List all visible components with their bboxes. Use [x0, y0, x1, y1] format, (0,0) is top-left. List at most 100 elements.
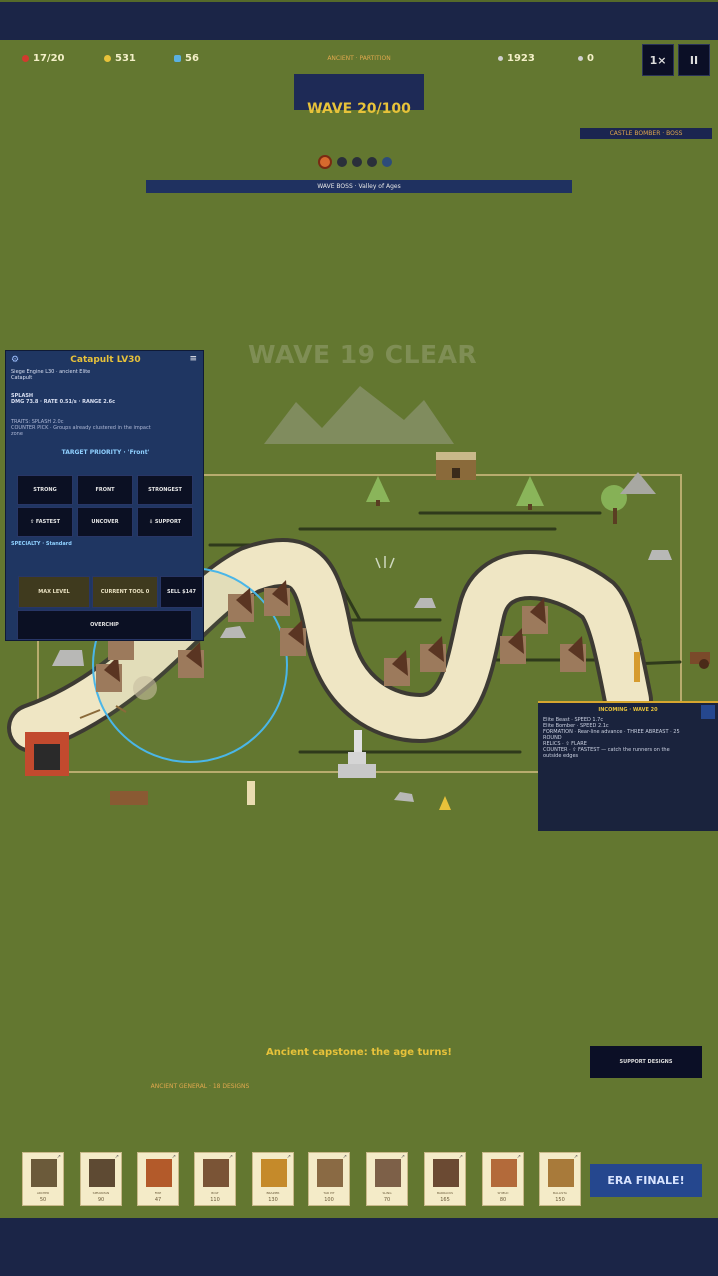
menu-icon[interactable]: ≡: [189, 354, 197, 364]
arrow-projectiles: [79, 705, 127, 719]
warning-line: Elite Beast · SPEED 1.7c: [543, 717, 604, 723]
monument-icon: [338, 730, 376, 778]
catapult-unit: [96, 656, 122, 692]
priority-uncover-button[interactable]: UNCOVER: [77, 507, 133, 537]
tower-icon: [203, 1159, 229, 1187]
catapult-unit: [178, 642, 204, 678]
kill-counter: 0: [578, 53, 594, 64]
pause-button[interactable]: II: [678, 44, 710, 76]
catapult-unit: [560, 636, 586, 672]
stat-heading: SPLASH: [11, 393, 34, 399]
upgrade-icon: ↗: [458, 1154, 463, 1160]
tent-icon: [620, 472, 656, 494]
tower-cost: 50: [39, 1197, 47, 1203]
tower-card-fire[interactable]: ↗ FIRE 47: [137, 1152, 179, 1206]
priority-strongest-button[interactable]: STRONGEST: [137, 475, 193, 505]
warning-line: COUNTER · ⇧ FASTEST — catch the runners …: [543, 747, 670, 753]
incoming-wave-bar: WAVE BOSS · Valley of Ages: [146, 180, 572, 193]
specialty-label: SPECIALTY · Standard: [11, 541, 72, 547]
score-counter: 1923: [498, 53, 535, 64]
support-designs-button[interactable]: SUPPORT DESIGNS: [590, 1046, 702, 1078]
tree-icon: [366, 476, 390, 506]
max-level-button[interactable]: MAX LEVEL: [18, 576, 90, 608]
catapult-unit: [280, 620, 306, 656]
tower-name: SLING: [382, 1191, 392, 1195]
overchip-button[interactable]: OVERCHIP: [17, 610, 192, 640]
warning-line: ROUND: [543, 735, 562, 741]
tower-icon: [548, 1159, 574, 1187]
top-bar: [0, 0, 718, 40]
turret-stats: DMG 73.8 · RATE 0.51/s · RANGE 2.6c: [11, 399, 116, 405]
capstone-message: Ancient capstone: the age turns!: [266, 1047, 452, 1058]
tower-cost: 150: [555, 1197, 565, 1203]
tower-icon: [31, 1159, 57, 1187]
catapult-unit: [384, 650, 410, 686]
boss-wave-icon: [318, 155, 332, 169]
era-finale-button[interactable]: ERA FINALE!: [590, 1164, 702, 1197]
warning-lines: Elite Beast · SPEED 1.7c Elite Bomber · …: [543, 717, 680, 759]
upgrade-icon: ↗: [516, 1154, 521, 1160]
current-tool-button[interactable]: CURRENT TOOL 0: [92, 576, 158, 608]
gem-counter: 56: [174, 53, 199, 64]
tower-cost: 130: [268, 1197, 278, 1203]
tower-cost: 47: [154, 1197, 162, 1203]
sell-button[interactable]: SELL $147: [160, 576, 203, 608]
tower-name: FIRE: [154, 1191, 162, 1195]
tower-icon: [261, 1159, 287, 1187]
turret-type: Catapult: [11, 375, 33, 381]
mountain-shape: [264, 386, 454, 444]
priority-support-button[interactable]: ⇩ SUPPORT: [137, 507, 193, 537]
wave-header-box: [294, 74, 424, 110]
priority-front-button[interactable]: FRONT: [77, 475, 133, 505]
cannon-icon: [690, 652, 710, 669]
speed-button[interactable]: 1×: [642, 44, 674, 76]
tower-name: BARRACKS: [436, 1191, 454, 1195]
rock-icon: [52, 550, 672, 802]
upgrade-icon: ↗: [171, 1154, 176, 1160]
score-icon: [498, 55, 503, 61]
coin-icon: [104, 54, 111, 62]
kill-value: 0: [587, 53, 594, 64]
impact-marker: [133, 676, 157, 700]
tower-icon: [317, 1159, 343, 1187]
skull-icon: [578, 55, 583, 61]
turret-title: Catapult LV30: [70, 355, 141, 365]
tower-cost: 100: [324, 1197, 334, 1203]
upgrade-icon: ↗: [342, 1154, 347, 1160]
gem-value: 56: [185, 53, 199, 64]
tower-name: SPEARMAN: [92, 1191, 110, 1195]
priority-fastest-button[interactable]: ⇧ FASTEST: [17, 507, 73, 537]
tower-name: BRAZIER: [266, 1191, 280, 1195]
trait-line: TRAITS: SPLASH 2.0c: [11, 419, 64, 425]
warning-line: RELICS · ⇧ FLARE: [543, 741, 587, 747]
warning-line: outside edges: [543, 753, 579, 759]
enemy-units[interactable]: [96, 580, 586, 692]
gem-icon: [174, 54, 181, 62]
tower-card-archer[interactable]: ↗ ARCHER 50: [22, 1152, 64, 1206]
catapult-unit: [420, 636, 446, 672]
settings-icon[interactable]: ⚙: [11, 355, 20, 365]
upgrade-icon: ↗: [56, 1154, 61, 1160]
target-priority-label: TARGET PRIORITY · 'Front': [61, 449, 150, 456]
enemy-path: [11, 541, 649, 749]
grass-tuft-icon: [375, 556, 395, 569]
tower-icon: [375, 1159, 401, 1187]
lives-value: 17/20: [33, 53, 65, 64]
wave-title: WAVE 20/100: [307, 101, 411, 117]
priority-strong-button[interactable]: STRONG: [17, 475, 73, 505]
trait-line: zone: [11, 431, 23, 437]
era-label: ANCIENT · PARTITION: [327, 55, 391, 62]
upgrade-icon: ↗: [400, 1154, 405, 1160]
tower-name: ARCHER: [36, 1191, 50, 1195]
close-icon[interactable]: [701, 705, 715, 719]
bottom-bar: [0, 1218, 718, 1276]
